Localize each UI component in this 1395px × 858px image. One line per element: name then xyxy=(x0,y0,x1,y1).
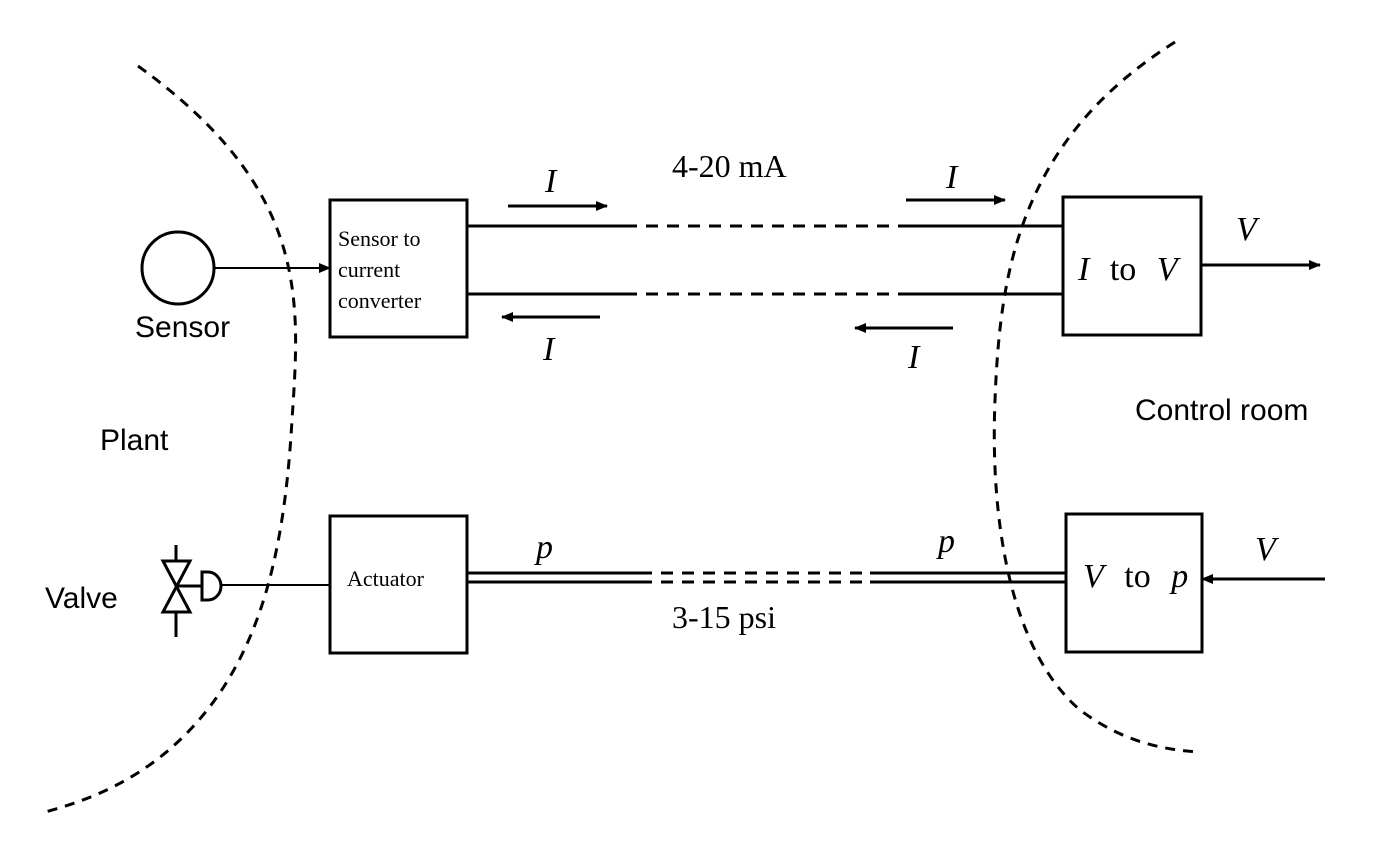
pressure-symbol-right: p xyxy=(936,523,955,560)
sensor-to-current-converter-box xyxy=(328,198,469,339)
sensor-label: Sensor xyxy=(135,311,230,344)
control-room-boundary-curve xyxy=(992,40,1201,754)
pressure-range-label: 3-15 psi xyxy=(672,599,776,635)
current-symbol-top-right: I xyxy=(945,159,959,196)
actuator-box xyxy=(328,514,469,655)
pneumatic-line xyxy=(467,571,1066,584)
current-range-label: 4-20 mA xyxy=(672,148,787,184)
pressure-symbol-left: p xyxy=(534,529,553,566)
current-symbol-bottom-right: I xyxy=(907,339,921,376)
voltage-input-symbol: V xyxy=(1255,531,1280,568)
actuator-label: Actuator xyxy=(347,566,425,591)
current-symbol-bottom-left: I xyxy=(542,331,556,368)
converter-label-line3: converter xyxy=(338,288,422,313)
i-to-v-label: I to V xyxy=(1077,251,1182,288)
plant-boundary-curve xyxy=(44,64,298,814)
v-to-p-label: V to p xyxy=(1083,558,1188,595)
current-symbol-top-left: I xyxy=(544,163,558,200)
converter-label-line2: current xyxy=(338,257,400,282)
valve-label: Valve xyxy=(45,582,118,615)
control-room-region-label: Control room xyxy=(1135,394,1308,427)
plant-region-label: Plant xyxy=(100,424,169,457)
sensor-icon xyxy=(140,230,216,306)
valve-icon xyxy=(160,545,223,637)
voltage-output-symbol: V xyxy=(1236,211,1261,248)
converter-label-line1: Sensor to xyxy=(338,226,421,251)
